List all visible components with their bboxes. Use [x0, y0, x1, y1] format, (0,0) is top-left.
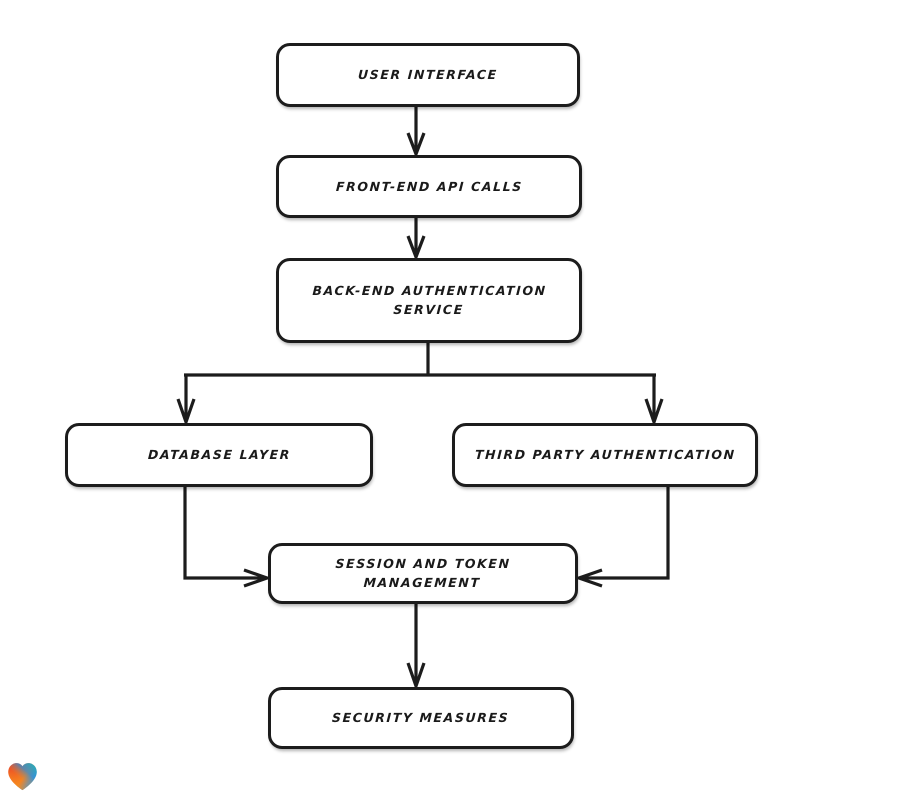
edge-thirdparty-to-session — [574, 487, 670, 588]
node-session-and-token-management-label: Session and Token Management — [335, 556, 512, 591]
edge-session-to-security — [406, 604, 426, 691]
edge-backend-to-thirdparty — [644, 374, 664, 427]
edge-ui-to-frontend — [406, 107, 426, 159]
node-third-party-authentication-label: Third Party Authentication — [474, 447, 736, 463]
edge-backend-split-trunk — [184, 343, 656, 377]
node-user-interface[interactable]: User Interface — [276, 43, 580, 107]
node-database-layer[interactable]: Database Layer — [65, 423, 373, 487]
node-backend-authentication-service-label: Back-End Authentication Service — [312, 283, 548, 318]
node-security-measures[interactable]: Security Measures — [268, 687, 574, 749]
node-backend-authentication-service[interactable]: Back-End Authentication Service — [276, 258, 582, 343]
node-session-and-token-management[interactable]: Session and Token Management — [268, 543, 578, 604]
heart-icon — [8, 763, 37, 791]
edge-frontend-to-backend — [406, 218, 426, 262]
node-frontend-api-calls[interactable]: Front-End API Calls — [276, 155, 582, 218]
edge-backend-to-database — [176, 374, 196, 427]
edge-database-to-session — [183, 487, 272, 588]
node-database-layer-label: Database Layer — [147, 447, 291, 463]
node-third-party-authentication[interactable]: Third Party Authentication — [452, 423, 758, 487]
node-user-interface-label: User Interface — [357, 67, 499, 83]
node-frontend-api-calls-label: Front-End API Calls — [335, 178, 523, 194]
node-security-measures-label: Security Measures — [331, 710, 511, 726]
